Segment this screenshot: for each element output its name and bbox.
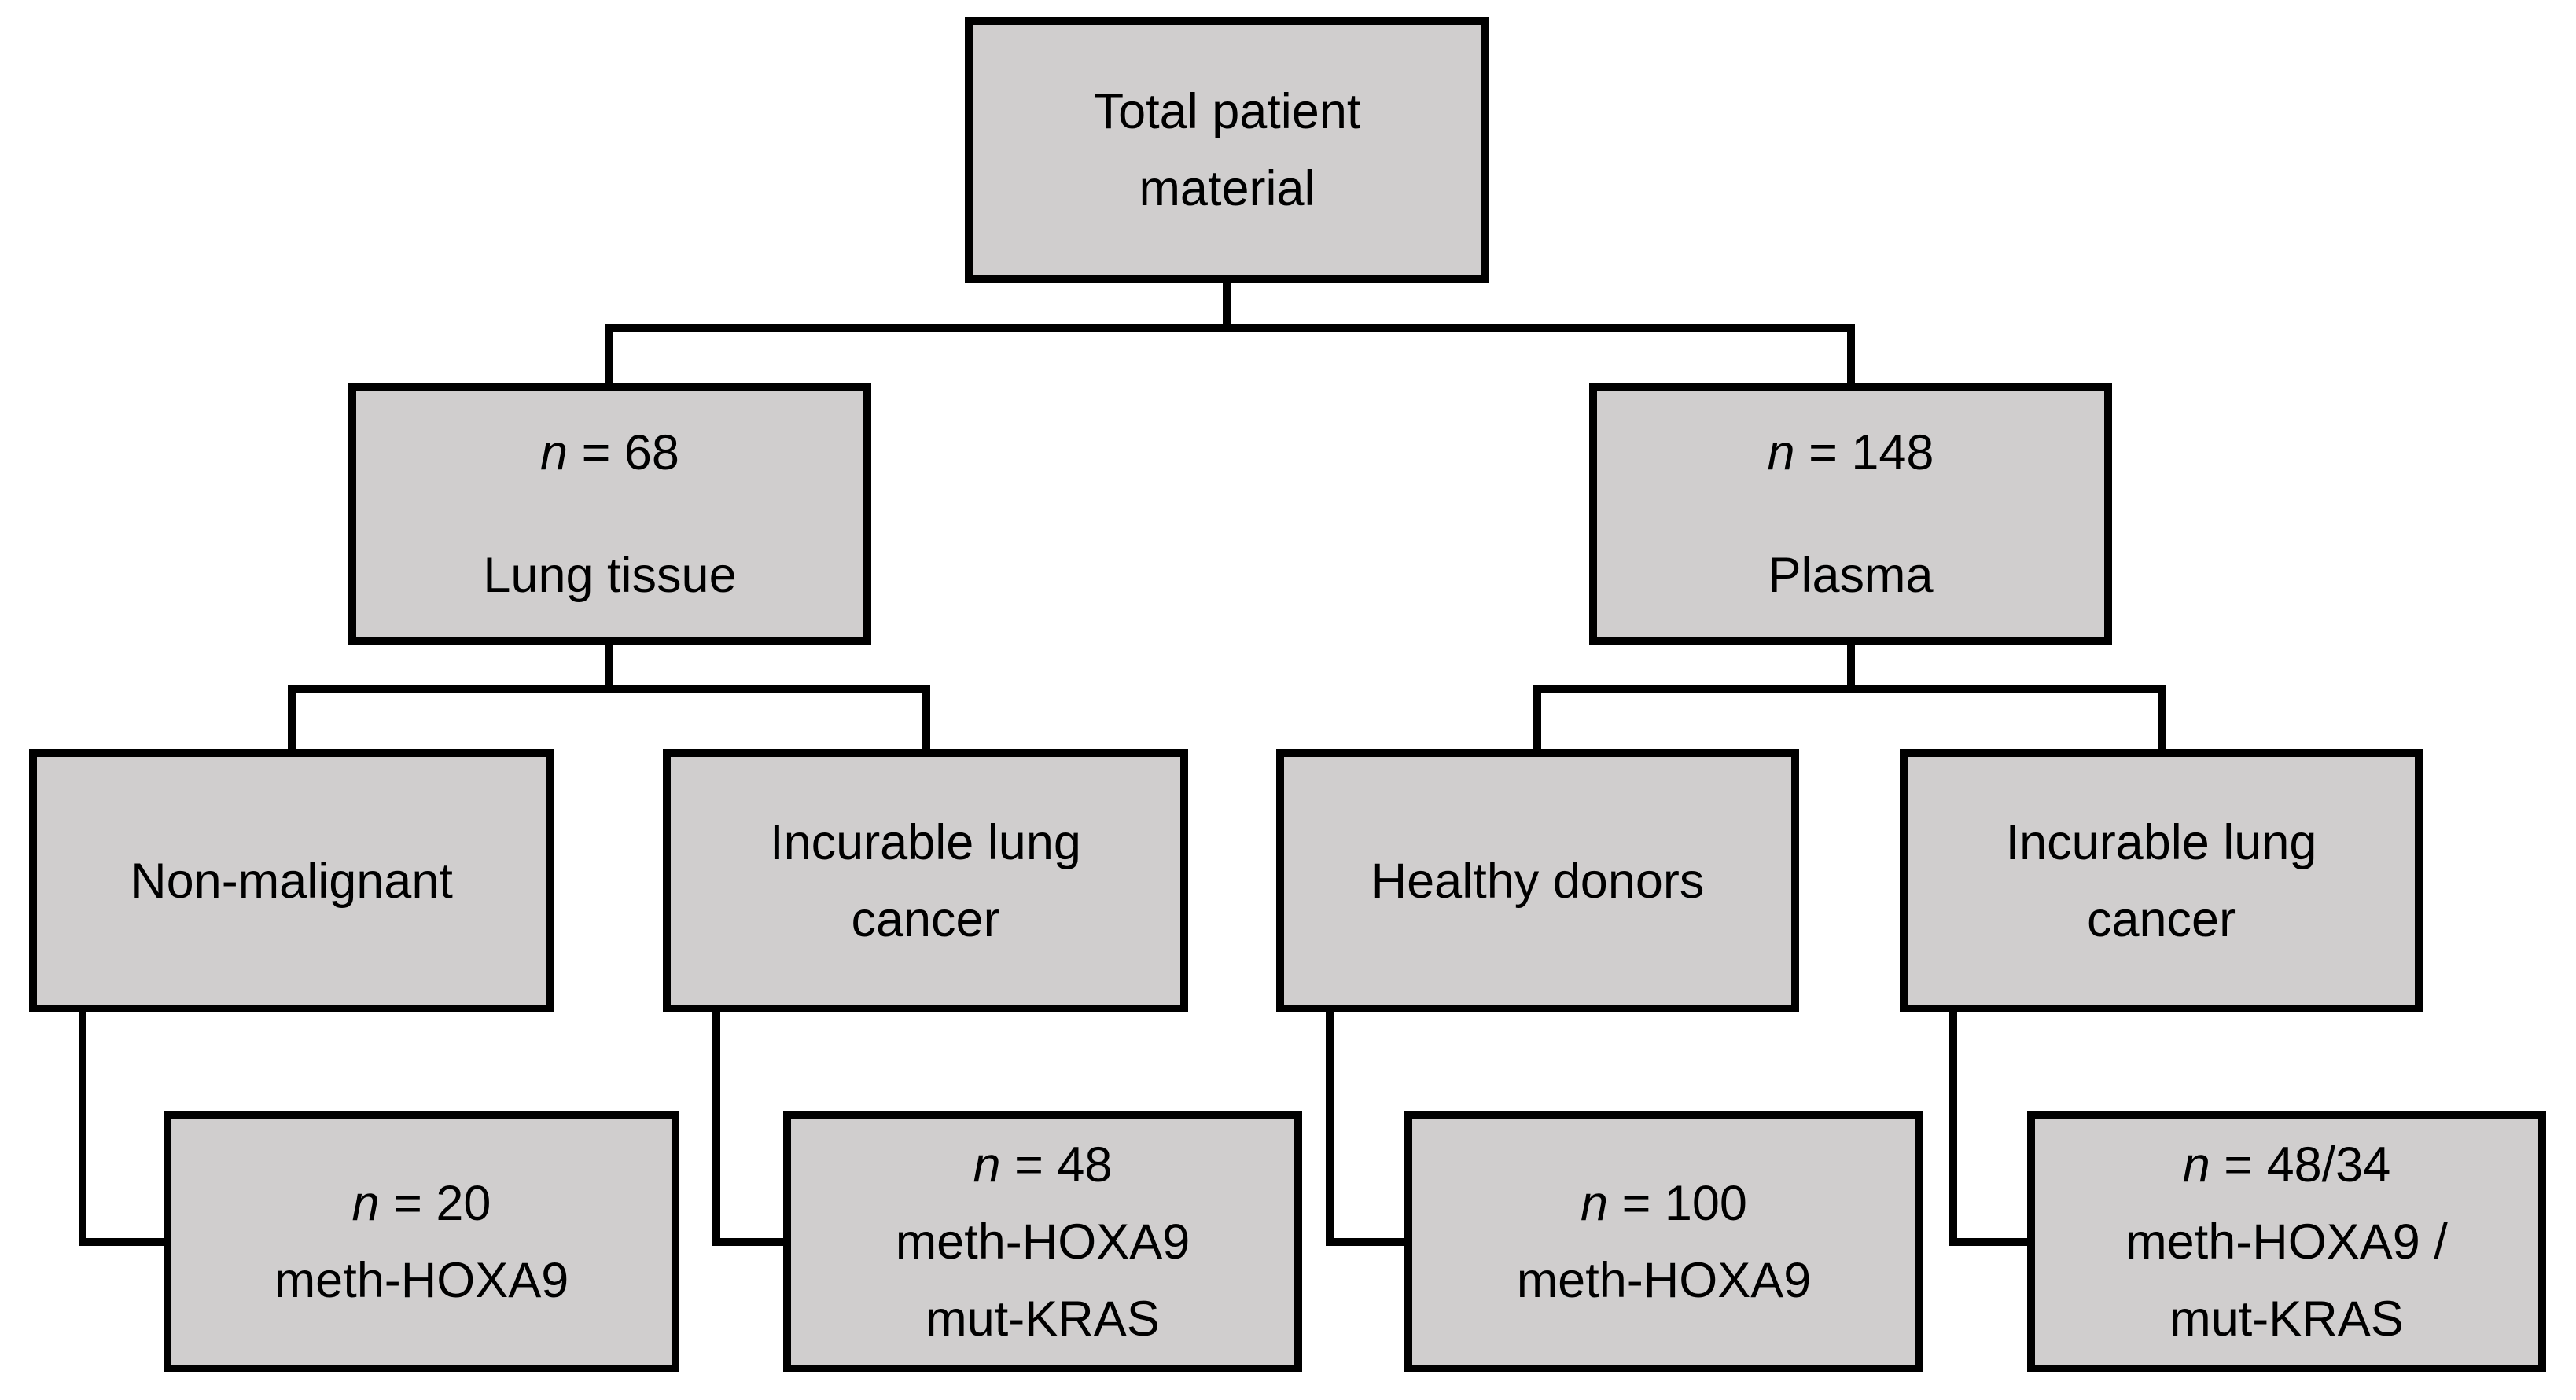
n-value: = 68: [568, 424, 679, 480]
connector-elbow-non-malignant-h: [79, 1238, 164, 1246]
node-lung-tissue: n = 68 Lung tissue: [348, 383, 871, 645]
node-incurable-plasma-line1: Incurable lung: [2005, 814, 2317, 870]
connector-stub-lung-tissue: [605, 324, 613, 384]
node-n4834-n: n = 48/34: [2183, 1126, 2391, 1203]
node-n48-line3: mut-KRAS: [926, 1291, 1160, 1347]
node-lung-tissue-label: Lung tissue: [483, 547, 737, 603]
node-total-line2: material: [1139, 161, 1316, 216]
node-plasma-n: n = 148: [1768, 414, 1934, 491]
node-plasma: n = 148 Plasma: [1589, 383, 2112, 645]
connector-elbow-incurable-tissue-v: [712, 1011, 720, 1246]
node-n48-line2: meth-HOXA9: [895, 1214, 1190, 1270]
n-symbol: n: [2182, 1137, 2210, 1192]
node-total-line1: Total patient: [1093, 84, 1361, 139]
connector-lung-tissue-crossbar: [288, 685, 930, 693]
connector-elbow-incurable-plasma-h: [1949, 1238, 2027, 1246]
node-n20-n: n = 20: [352, 1165, 491, 1242]
node-non-malignant-label: Non-malignant: [131, 853, 453, 909]
node-incurable-lung-cancer-plasma: Incurable lung cancer: [1900, 749, 2423, 1012]
n-symbol: n: [1767, 424, 1795, 480]
connector-stub-plasma: [1847, 324, 1855, 384]
connector-elbow-non-malignant-v: [79, 1011, 86, 1246]
node-total-patient-material: Total patient material: [965, 17, 1489, 283]
connector-total-stem: [1223, 281, 1231, 332]
connector-elbow-healthy-donors-v: [1326, 1011, 1334, 1246]
node-n4834-line3: mut-KRAS: [2169, 1291, 2404, 1347]
connector-elbow-incurable-plasma-v: [1949, 1011, 1957, 1246]
node-n100-n: n = 100: [1581, 1165, 1747, 1242]
node-non-malignant: Non-malignant: [29, 749, 554, 1012]
n-symbol: n: [1581, 1175, 1609, 1231]
node-healthy-donors-label: Healthy donors: [1371, 853, 1705, 909]
node-incurable-plasma-line2: cancer: [2086, 891, 2236, 947]
n-value: = 48: [1000, 1137, 1113, 1192]
node-n100-line2: meth-HOXA9: [1516, 1252, 1812, 1308]
connector-stub-non-malignant: [288, 685, 296, 751]
n-symbol: n: [973, 1137, 1001, 1192]
connector-elbow-incurable-tissue-h: [712, 1238, 783, 1246]
n-symbol: n: [351, 1175, 380, 1231]
connector-elbow-healthy-donors-h: [1326, 1238, 1404, 1246]
node-incurable-tissue-line1: Incurable lung: [770, 814, 1081, 870]
node-meth-hoxa9-mut-kras-n48-34: n = 48/34 meth-HOXA9 / mut-KRAS: [2027, 1111, 2546, 1372]
node-incurable-lung-cancer-tissue: Incurable lung cancer: [663, 749, 1188, 1012]
n-symbol: n: [540, 424, 569, 480]
node-meth-hoxa9-mut-kras-n48: n = 48 meth-HOXA9 mut-KRAS: [783, 1111, 1302, 1372]
connector-plasma-stem: [1847, 643, 1855, 693]
n-value: = 148: [1794, 424, 1934, 480]
node-n20-line2: meth-HOXA9: [274, 1252, 569, 1308]
n-value: = 48/34: [2210, 1137, 2391, 1192]
node-meth-hoxa9-n20: n = 20 meth-HOXA9: [164, 1111, 679, 1372]
node-n4834-line2: meth-HOXA9 /: [2125, 1214, 2448, 1270]
node-n48-n: n = 48: [973, 1126, 1113, 1203]
connector-stub-healthy-donors: [1533, 685, 1541, 751]
node-incurable-tissue-line2: cancer: [851, 891, 1000, 947]
connector-stub-incurable-tissue: [922, 685, 930, 751]
n-value: = 20: [379, 1175, 491, 1231]
node-healthy-donors: Healthy donors: [1276, 749, 1799, 1012]
connector-total-crossbar: [605, 324, 1855, 332]
connector-plasma-crossbar: [1533, 685, 2166, 693]
n-value: = 100: [1608, 1175, 1747, 1231]
node-plasma-label: Plasma: [1768, 547, 1934, 603]
connector-stub-incurable-plasma: [2158, 685, 2166, 751]
node-meth-hoxa9-n100: n = 100 meth-HOXA9: [1404, 1111, 1923, 1372]
node-lung-tissue-n: n = 68: [540, 414, 679, 491]
connector-lung-tissue-stem: [605, 643, 613, 693]
